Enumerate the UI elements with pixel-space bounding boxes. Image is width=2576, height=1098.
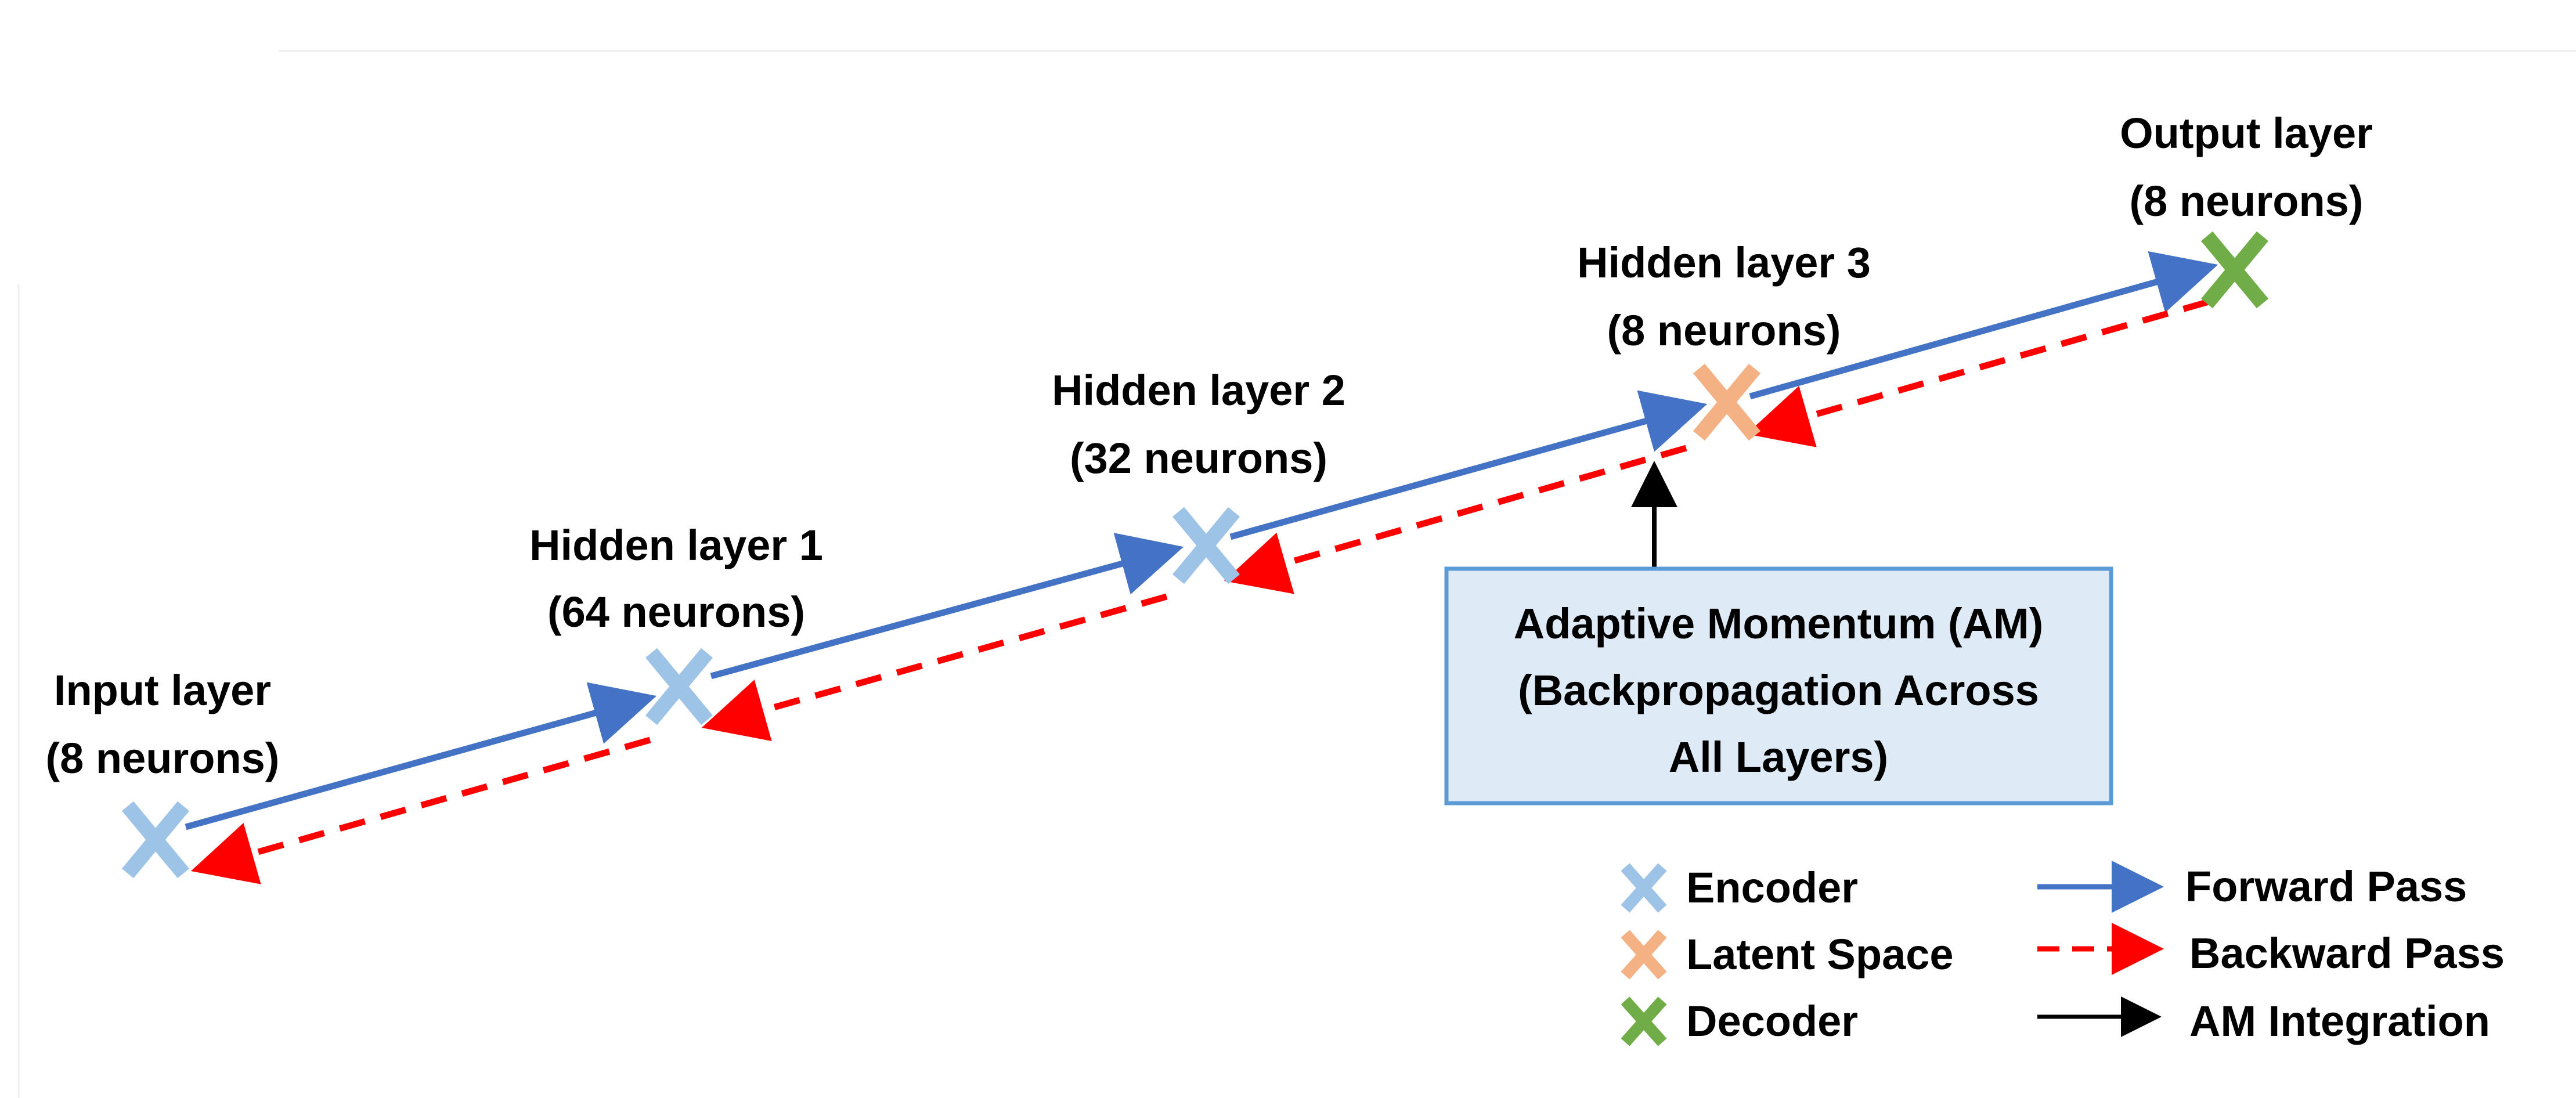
hidden-layer-3-node-icon [1693, 363, 1761, 441]
latent-space-x-mark-icon [1621, 930, 1667, 980]
forward-pass-arrows [185, 251, 2218, 830]
backward-arrow-h1-to-input [190, 736, 651, 884]
input-layer-node-icon [121, 801, 190, 879]
output-layer-node-icon [2200, 231, 2269, 309]
backward-arrow-h2-to-h1 [701, 593, 1168, 742]
legend-forward-pass: Forward Pass [2037, 861, 2467, 913]
legend-am-integration-label: AM Integration [2189, 997, 2490, 1045]
hidden-layer-1-name: Hidden layer 1 [529, 521, 823, 569]
legend-encoder-label: Encoder [1686, 864, 1858, 912]
hidden-layer-1-node-icon [645, 648, 713, 725]
legend: Encoder Latent Space Decoder Forward Pas… [1621, 861, 2505, 1046]
legend-encoder: Encoder [1621, 863, 1858, 913]
legend-backward-pass-label: Backward Pass [2189, 929, 2505, 977]
forward-arrow-h2-to-h3 [1229, 390, 1708, 540]
output-layer-neurons: (8 neurons) [2130, 177, 2364, 225]
am-box-line-1: Adaptive Momentum (AM) [1514, 599, 2044, 648]
legend-forward-pass-label: Forward Pass [2185, 862, 2467, 911]
encoder-x-mark-icon [1621, 863, 1667, 913]
am-box-line-3: All Layers) [1669, 733, 1888, 781]
output-layer-name: Output layer [2120, 109, 2373, 157]
forward-arrow-input-to-h1 [185, 682, 657, 830]
hidden-layer-2-neurons: (32 neurons) [1070, 434, 1327, 482]
layer-nodes [121, 231, 2269, 879]
hidden-layer-3-neurons: (8 neurons) [1607, 306, 1841, 355]
legend-latent-space: Latent Space [1621, 930, 1954, 980]
input-layer-neurons: (8 neurons) [46, 734, 280, 782]
am-box-line-2: (Backpropagation Across [1518, 666, 2039, 714]
hidden-layer-3-name: Hidden layer 3 [1577, 239, 1871, 287]
legend-decoder: Decoder [1621, 996, 1858, 1046]
am-box: Adaptive Momentum (AM) (Backpropagation … [1444, 566, 2113, 806]
hidden-layer-2-node-icon [1172, 507, 1240, 584]
legend-decoder-label: Decoder [1686, 997, 1858, 1045]
legend-latent-space-label: Latent Space [1686, 930, 1954, 978]
layer-labels: Input layer (8 neurons) Hidden layer 1 (… [46, 109, 2373, 782]
backward-pass-arrows [190, 298, 2210, 884]
legend-backward-pass: Backward Pass [2037, 923, 2505, 977]
input-layer-name: Input layer [54, 666, 271, 714]
legend-am-integration: AM Integration [2037, 996, 2490, 1045]
backward-arrow-h3-to-h2 [1224, 445, 1687, 594]
hidden-layer-2-name: Hidden layer 2 [1052, 366, 1345, 414]
forward-arrow-h1-to-h2 [710, 533, 1184, 680]
hidden-layer-1-neurons: (64 neurons) [547, 588, 805, 636]
am-box-frame [1444, 566, 2113, 806]
backward-arrow-output-to-h3 [1746, 298, 2210, 447]
forward-arrow-h3-to-output [1749, 251, 2218, 400]
decoder-x-mark-icon [1621, 996, 1667, 1046]
